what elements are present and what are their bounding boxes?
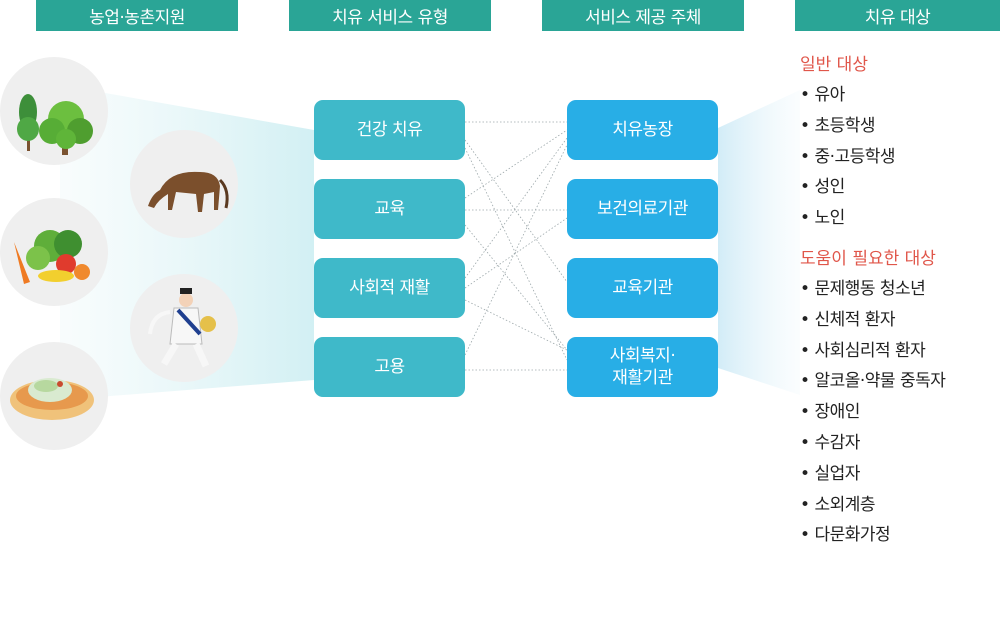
vegetables-icon [0,198,108,306]
target-item: 유아 [800,80,995,111]
target-item: 수감자 [800,428,995,459]
header-target: 치유 대상 [795,0,1000,31]
service-type-social-rehab: 사회적 재활 [314,258,465,318]
service-type-employment: 고용 [314,337,465,397]
target-item: 초등학생 [800,111,995,142]
target-item: 소외계층 [800,490,995,521]
target-item: 장애인 [800,397,995,428]
target-item: 다문화가정 [800,520,995,551]
target-category-general: 일반 대상 [800,55,868,75]
dish-icon [0,342,108,450]
service-type-health-healing: 건강 치유 [314,100,465,160]
header-service-type: 치유 서비스 유형 [289,0,491,31]
tree-icon [0,57,108,165]
target-item: 실업자 [800,459,995,490]
header-service-provider: 서비스 제공 주체 [542,0,744,31]
target-item: 성인 [800,172,995,203]
header-agri-support: 농업·농촌지원 [36,0,238,31]
service-type-education: 교육 [314,179,465,239]
provider-healing-farm: 치유농장 [567,100,718,160]
target-item: 신체적 환자 [800,305,995,336]
target-item: 문제행동 청소년 [800,274,995,305]
horse-icon [130,130,238,238]
provider-education-institution: 교육기관 [567,258,718,318]
target-list: 일반 대상 유아 초등학생 중·고등학생 성인 노인 도움이 필요한 대상 문제… [800,50,995,551]
target-item: 중·고등학생 [800,142,995,173]
dancer-icon [130,274,238,382]
provider-medical-institution: 보건의료기관 [567,179,718,239]
target-item: 사회심리적 환자 [800,336,995,367]
target-item: 노인 [800,203,995,234]
provider-welfare-rehab-institution: 사회복지· 재활기관 [567,337,718,397]
target-category-needs-help: 도움이 필요한 대상 [800,248,936,269]
target-item: 알코올·약물 중독자 [800,366,995,397]
